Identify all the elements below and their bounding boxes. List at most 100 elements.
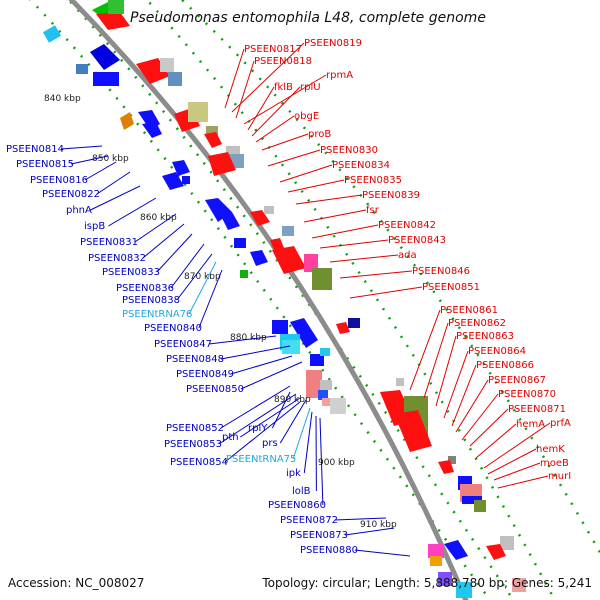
forward-strand-features [96, 0, 526, 592]
label-leader-line [497, 475, 549, 489]
gene-label-pseen0873: PSEEN0873 [290, 530, 348, 541]
gene-arrow [270, 238, 284, 250]
label-leader-line [208, 335, 277, 345]
label-leader-line [60, 145, 103, 150]
reverse-strand-features [42, 2, 472, 598]
gene-arrow [204, 132, 222, 148]
gene-arrow [90, 44, 120, 70]
gene-label-pseen0831: PSEEN0831 [80, 237, 138, 248]
gene-block [76, 64, 88, 74]
gene-label-pseen0816: PSEEN0816 [30, 175, 88, 186]
gene-arrow [486, 544, 506, 560]
gene-block [282, 226, 294, 236]
gene-block [310, 354, 324, 366]
gene-label-pseen0854: PSEEN0854 [170, 457, 228, 468]
gene-block [206, 126, 218, 136]
gene-block [264, 206, 274, 214]
gene-arrow [220, 212, 240, 230]
label-leader-line [134, 213, 177, 243]
label-leader-line [240, 361, 303, 390]
gene-label-pseen0843: PSEEN0843 [388, 235, 446, 246]
gene-label-pseen0832: PSEEN0832 [88, 253, 146, 264]
label-leader-line [247, 86, 275, 131]
label-leader-line [483, 422, 551, 469]
gene-label-rplu: rplU [300, 82, 321, 93]
gene-label-pseen0871: PSEEN0871 [508, 404, 566, 415]
gene-arrow [290, 318, 318, 348]
gene-label-pseen0852: PSEEN0852 [166, 423, 224, 434]
gene-block [168, 72, 182, 86]
label-leader-line [303, 209, 367, 223]
gene-label-fsr: fsr [366, 205, 380, 216]
gene-label-pseen0830: PSEEN0830 [320, 145, 378, 156]
gene-block [320, 348, 330, 356]
gene-label-pseen0835: PSEEN0835 [344, 175, 402, 186]
gene-block [108, 0, 124, 14]
topology-text: Topology: circular; Length: 5,888,780 bp… [262, 576, 592, 590]
gene-label-pseen0851: PSEEN0851 [422, 282, 480, 293]
gene-label-pseen0840: PSEEN0840 [144, 323, 202, 334]
gene-block [320, 380, 332, 390]
gene-block [448, 456, 456, 464]
kbp-label: 910 kbp [360, 520, 397, 530]
label-leader-line [319, 239, 389, 249]
gene-label-pseen0850: PSEEN0850 [186, 384, 244, 395]
gene-arrow [438, 460, 454, 474]
label-leader-line [487, 448, 537, 475]
gene-block [396, 378, 404, 386]
gene-label-pseen0849: PSEEN0849 [176, 369, 234, 380]
gene-label-pseen0838: PSEEN0838 [122, 295, 180, 306]
gene-label-rply: rplY [248, 423, 268, 434]
gene-arrow [172, 160, 190, 176]
label-leader-line [96, 171, 131, 195]
kbp-label: 870 kbp [184, 272, 221, 282]
label-leader-line [287, 179, 345, 193]
gene-label-pseen0866: PSEEN0866 [476, 360, 534, 371]
gene-label-obge: obgE [294, 111, 319, 122]
kbp-label: 860 kbp [140, 213, 177, 223]
gene-label-pseen0872: PSEEN0872 [280, 515, 338, 526]
label-leader-line [329, 254, 399, 263]
label-leader-line [230, 355, 293, 375]
label-leader-line [261, 133, 309, 151]
map-title: Pseudomonas entomophila L48, complete ge… [130, 10, 486, 26]
gene-label-pseen0818: PSEEN0818 [254, 56, 312, 67]
gene-block [282, 340, 300, 354]
gene-arrow [120, 112, 134, 130]
gene-label-pseen0833: PSEEN0833 [102, 267, 160, 278]
label-leader-line [251, 86, 301, 137]
label-leader-line [292, 407, 311, 460]
gene-label-prob: proB [308, 129, 331, 140]
label-leader-line [231, 42, 305, 113]
gene-block [474, 500, 486, 512]
label-leader-line [319, 417, 324, 506]
gene-block [462, 496, 482, 504]
gene-label-pseen0847: PSEEN0847 [154, 339, 212, 350]
label-leader-line [461, 393, 499, 441]
gene-block [438, 572, 452, 586]
gene-block [456, 582, 472, 598]
label-leader-line [349, 286, 423, 299]
label-leader-line [435, 335, 457, 407]
kbp-label: 880 kbp [230, 333, 267, 343]
gene-label-pseen0848: PSEEN0848 [166, 354, 224, 365]
label-leader-line [475, 423, 517, 459]
label-leader-line [443, 350, 469, 419]
gene-block [272, 320, 288, 334]
gene-label-hema: hemA [516, 419, 545, 430]
reverse-label-leaders [60, 145, 411, 557]
gene-label-pseen0862: PSEEN0862 [448, 318, 506, 329]
label-leader-line [339, 270, 413, 279]
gene-label-pseen0819: PSEEN0819 [304, 38, 362, 49]
gene-label-pseen0817: PSEEN0817 [244, 44, 302, 55]
label-leader-line [220, 345, 291, 360]
gene-block [234, 238, 246, 248]
gene-block [93, 72, 119, 86]
label-leader-line [279, 399, 307, 444]
tick-track-inner-right [145, 0, 557, 600]
gene-label-ada: ada [398, 250, 417, 261]
kbp-label: 890 kbp [274, 395, 311, 405]
gene-label-pseen0864: PSEEN0864 [468, 346, 526, 357]
gene-label-pseen0860: PSEEN0860 [268, 500, 326, 511]
label-leader-line [142, 223, 185, 259]
